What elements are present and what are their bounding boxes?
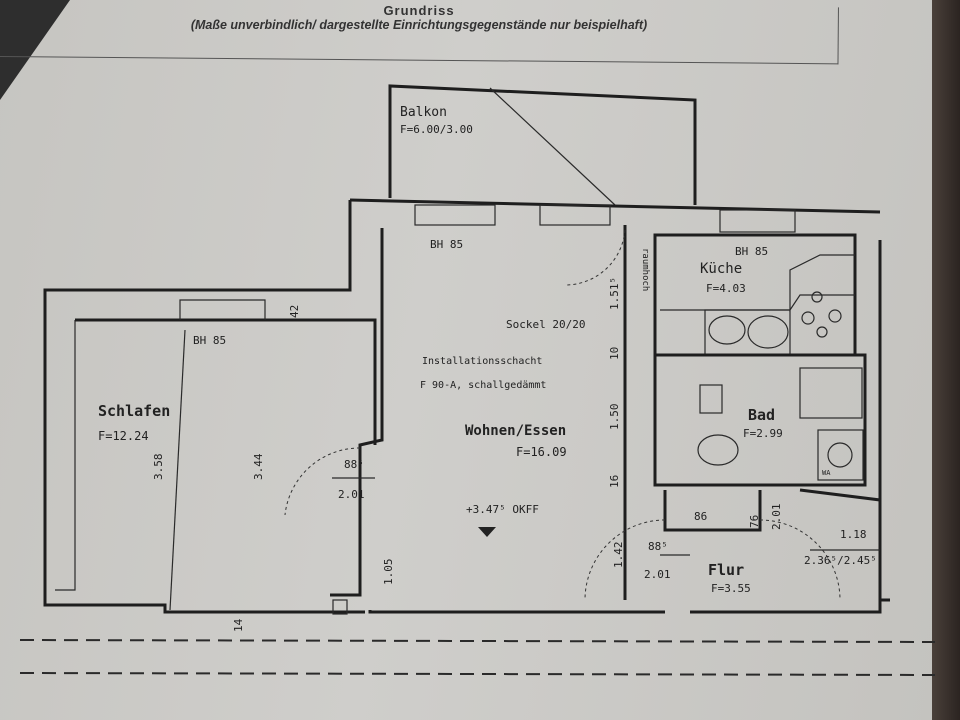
dim-3-44: 3.44 [252, 453, 265, 480]
dim-1-50: 1.50 [608, 404, 621, 431]
room-kueche-name: Küche [700, 261, 742, 277]
dim-1-42: 1.42 [612, 542, 625, 569]
dim-2-36-5: 2.36⁵/2.45⁵ [804, 554, 877, 567]
dim-2-01-c: 2.01 [770, 504, 783, 531]
room-flur-name: Flur [708, 561, 744, 579]
dim-1-51-5: 1.51⁵ [608, 277, 621, 310]
room-bad-name: Bad [748, 406, 775, 424]
level-label: +3.47⁵ OKFF [466, 503, 539, 516]
dim-14: 14 [232, 618, 245, 632]
dim-2-01-b: 2.01 [644, 568, 671, 581]
outer-walls [19, 198, 936, 676]
balcony-outline [388, 84, 697, 206]
room-schlafen-area: F=12.24 [98, 429, 149, 443]
raumhoch-label: raumhoch [640, 248, 650, 291]
sockel-label: Sockel 20/20 [506, 318, 585, 331]
level-marker-icon [478, 527, 496, 537]
room-balkon-name: Balkon [400, 105, 447, 120]
document-page [0, 0, 935, 720]
room-bad-area: F=2.99 [743, 427, 783, 440]
page-subtitle: (Maße unverbindlich/ dargestellte Einric… [190, 18, 648, 32]
room-balkon-area: F=6.00/3.00 [400, 123, 473, 136]
schacht-spec-label: F 90-A, schallgedämmt [420, 380, 546, 391]
page-corner-shadow [0, 0, 70, 100]
schacht-label: Installationsschacht [422, 356, 542, 367]
dim-2-01-a: 2.01 [338, 488, 365, 501]
dim-10: 10 [608, 347, 621, 360]
room-wohnen-area: F=16.09 [516, 445, 567, 459]
dim-88-5-a: 88⁵ [344, 458, 364, 471]
window-height-schlafen: BH 85 [193, 334, 226, 347]
window-height-kueche: BH 85 [735, 245, 768, 258]
dim-1-18: 1.18 [840, 528, 867, 541]
room-schlafen-name: Schlafen [98, 402, 170, 420]
washer-label: WA [822, 469, 831, 477]
dim-86: 86 [694, 510, 707, 523]
table-edge [932, 0, 960, 720]
page-title: Grundriss [383, 3, 455, 18]
dim-1-05: 1.05 [382, 559, 395, 586]
room-flur-area: F=3.55 [711, 582, 751, 595]
window-height-wohnen: BH 85 [430, 238, 463, 251]
dim-42: 42 [288, 305, 301, 318]
dim-16: 16 [608, 475, 621, 488]
dim-88-5-b: 88⁵ [648, 540, 668, 553]
room-kueche-area: F=4.03 [706, 282, 746, 295]
room-wohnen-name: Wohnen/Essen [465, 423, 566, 439]
dim-3-58: 3.58 [152, 454, 165, 481]
dim-76: 76 [748, 515, 761, 528]
